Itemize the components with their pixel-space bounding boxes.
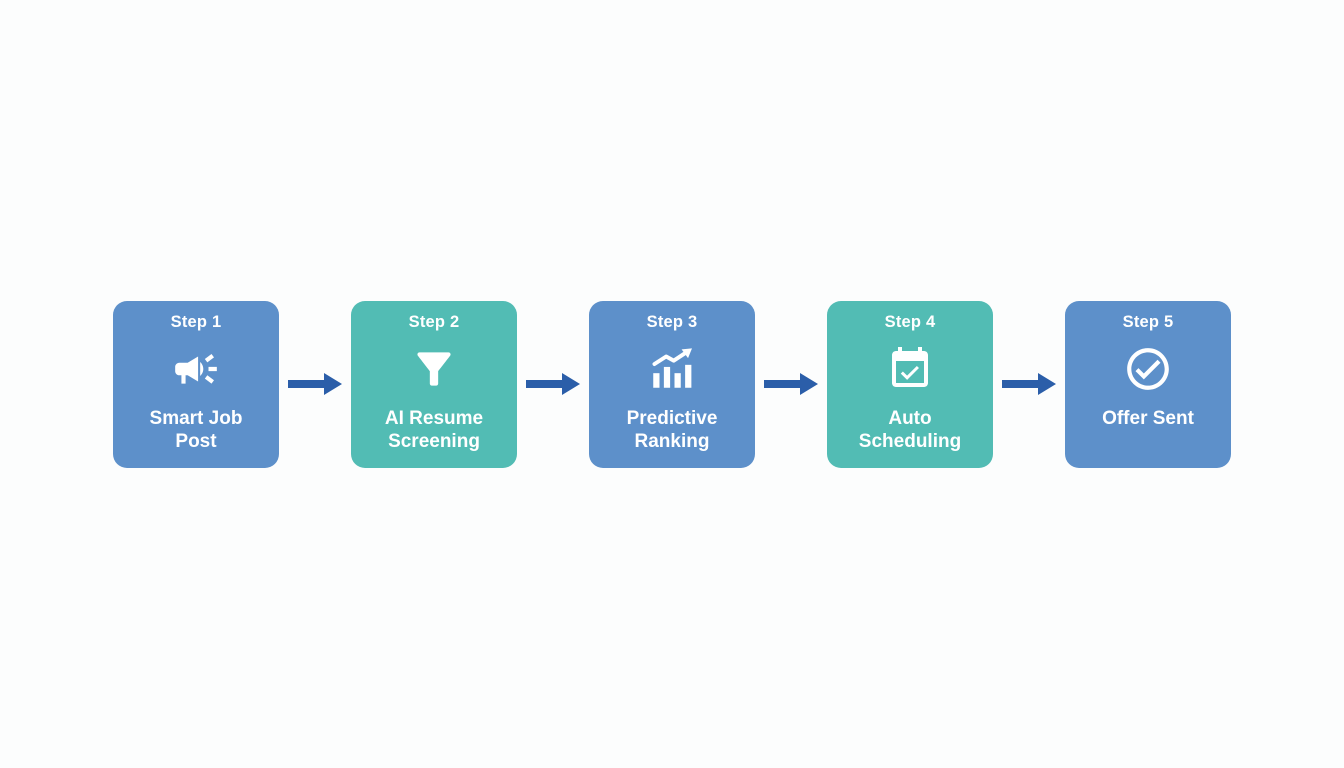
step-1-box: Step 1 Smart Job Post xyxy=(113,300,279,468)
recruiting-process-flow: Step 1 Smart Job Post Step 2 AI Resume S… xyxy=(113,300,1231,468)
step-2-label: Step 2 xyxy=(408,312,460,331)
step-4-label: Step 4 xyxy=(884,312,936,331)
step-4-title: Auto Scheduling xyxy=(858,407,962,452)
step-5-box: Step 5 Offer Sent xyxy=(1065,300,1231,468)
arrow-right-icon xyxy=(755,371,827,397)
step-1-title: Smart Job Post xyxy=(149,407,243,452)
arrow-right-icon xyxy=(993,371,1065,397)
step-3-box: Step 3 Predictive Ranking xyxy=(589,300,755,468)
step-5-label: Step 5 xyxy=(1122,312,1174,331)
check-circle-icon xyxy=(1123,332,1173,407)
calendar-check-icon xyxy=(886,332,934,407)
step-4-box: Step 4 Auto Scheduling xyxy=(827,300,993,468)
step-3-label: Step 3 xyxy=(646,312,698,331)
arrow-right-icon xyxy=(279,371,351,397)
step-2-box: Step 2 AI Resume Screening xyxy=(351,300,517,468)
funnel-icon xyxy=(409,332,459,407)
step-1-label: Step 1 xyxy=(170,312,222,331)
step-2-title: AI Resume Screening xyxy=(384,407,484,452)
arrow-right-icon xyxy=(517,371,589,397)
step-5-title: Offer Sent xyxy=(1102,407,1194,429)
step-3-title: Predictive Ranking xyxy=(626,407,718,452)
growth-chart-icon xyxy=(647,332,697,407)
megaphone-icon xyxy=(171,332,221,407)
